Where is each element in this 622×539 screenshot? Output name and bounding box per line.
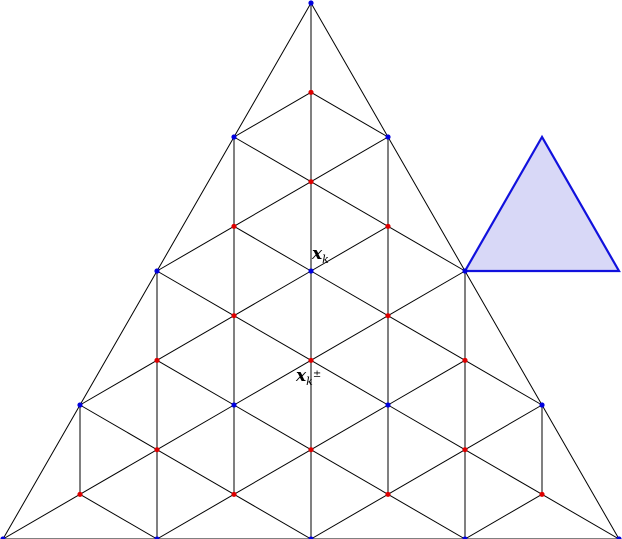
mesh-edge	[310, 359, 389, 406]
centroid-dot	[308, 357, 314, 363]
mesh-edge	[156, 225, 235, 272]
dual-edge	[310, 315, 389, 361]
mesh-edge	[233, 359, 312, 406]
centroid-dot	[385, 223, 391, 229]
label-xk-pm: xk±	[295, 366, 321, 388]
mesh-edge	[156, 493, 235, 539]
vertex-dot	[385, 402, 391, 408]
dual-edge	[387, 449, 466, 495]
dual-edge	[233, 181, 312, 227]
dual-edge	[156, 315, 235, 361]
centroid-dot	[154, 447, 160, 453]
mesh-edge	[310, 493, 389, 539]
mesh-edge	[464, 404, 543, 451]
vertex-dot	[231, 134, 237, 140]
mesh-edge	[387, 493, 466, 539]
triangle-fill-layer	[465, 137, 619, 271]
mesh-edge	[2, 493, 81, 539]
vertex-dot	[154, 536, 160, 539]
vertex-dot	[462, 268, 468, 274]
vertex-dot	[616, 536, 622, 539]
mesh-edge	[541, 493, 620, 539]
vertex-dot	[539, 402, 545, 408]
mesh-edge	[387, 270, 466, 317]
triangle-fill	[465, 137, 619, 271]
dual-edge	[233, 315, 312, 361]
highlighted-triangle	[463, 134, 621, 273]
mesh-edge	[156, 359, 235, 406]
vertex-dot	[308, 536, 314, 539]
dual-edge	[156, 449, 235, 495]
mesh-edge	[156, 404, 235, 451]
mesh-edge	[310, 270, 389, 317]
mesh-edge	[233, 270, 312, 317]
centroid-dot	[308, 89, 314, 95]
mesh-edge	[233, 404, 312, 451]
mesh-edge	[464, 493, 543, 539]
dual-edge	[233, 449, 312, 495]
label-xk-pm-base: x	[295, 366, 307, 386]
mesh-edge	[387, 359, 466, 406]
mesh-edge	[79, 404, 158, 451]
label-xk-pm-sub: k	[306, 375, 313, 388]
centroid-dot	[154, 357, 160, 363]
mesh-edge	[310, 136, 389, 183]
centroid-dot	[539, 491, 545, 497]
mesh-edge	[464, 359, 543, 406]
mesh-edge	[233, 225, 312, 272]
label-xk-pm-sup: ±	[313, 369, 321, 380]
vertex-dot	[231, 402, 237, 408]
vertex-dot	[308, 268, 314, 274]
triangle-outline	[463, 134, 621, 273]
centroid-dot	[462, 447, 468, 453]
dual-edge	[79, 449, 158, 495]
centroid-dot	[308, 447, 314, 453]
centroid-dot	[77, 491, 83, 497]
mesh-edge	[233, 136, 312, 183]
centroid-dot	[231, 223, 237, 229]
centroid-dot	[462, 357, 468, 363]
mesh-edge	[310, 404, 389, 451]
dual-edge	[464, 449, 543, 495]
centroid-dot	[231, 313, 237, 319]
vertex-dot	[462, 536, 468, 539]
centroid-dot	[231, 491, 237, 497]
vertex-dot	[385, 134, 391, 140]
centroid-dot	[385, 491, 391, 497]
dual-edge	[310, 449, 389, 495]
dual-edge	[310, 181, 389, 227]
mesh-edge	[233, 493, 312, 539]
mesh-edge	[387, 225, 466, 272]
mesh-edge	[310, 91, 389, 138]
mesh-edge	[310, 225, 389, 272]
vertex-dot	[308, 0, 314, 6]
mesh-edge	[79, 359, 158, 406]
mesh-edge	[233, 91, 312, 138]
label-xk: xk	[311, 244, 329, 266]
mesh-edge	[79, 493, 158, 539]
vertex-dot	[0, 536, 6, 539]
vertex-dot	[154, 268, 160, 274]
label-xk-base: x	[311, 244, 323, 264]
centroid-dot	[308, 179, 314, 185]
label-xk-sub: k	[322, 253, 329, 266]
dual-edge	[387, 315, 466, 361]
mesh-edge	[387, 404, 466, 451]
centroid-dot	[385, 313, 391, 319]
vertex-dot	[77, 402, 83, 408]
mesh-edge	[156, 270, 235, 317]
